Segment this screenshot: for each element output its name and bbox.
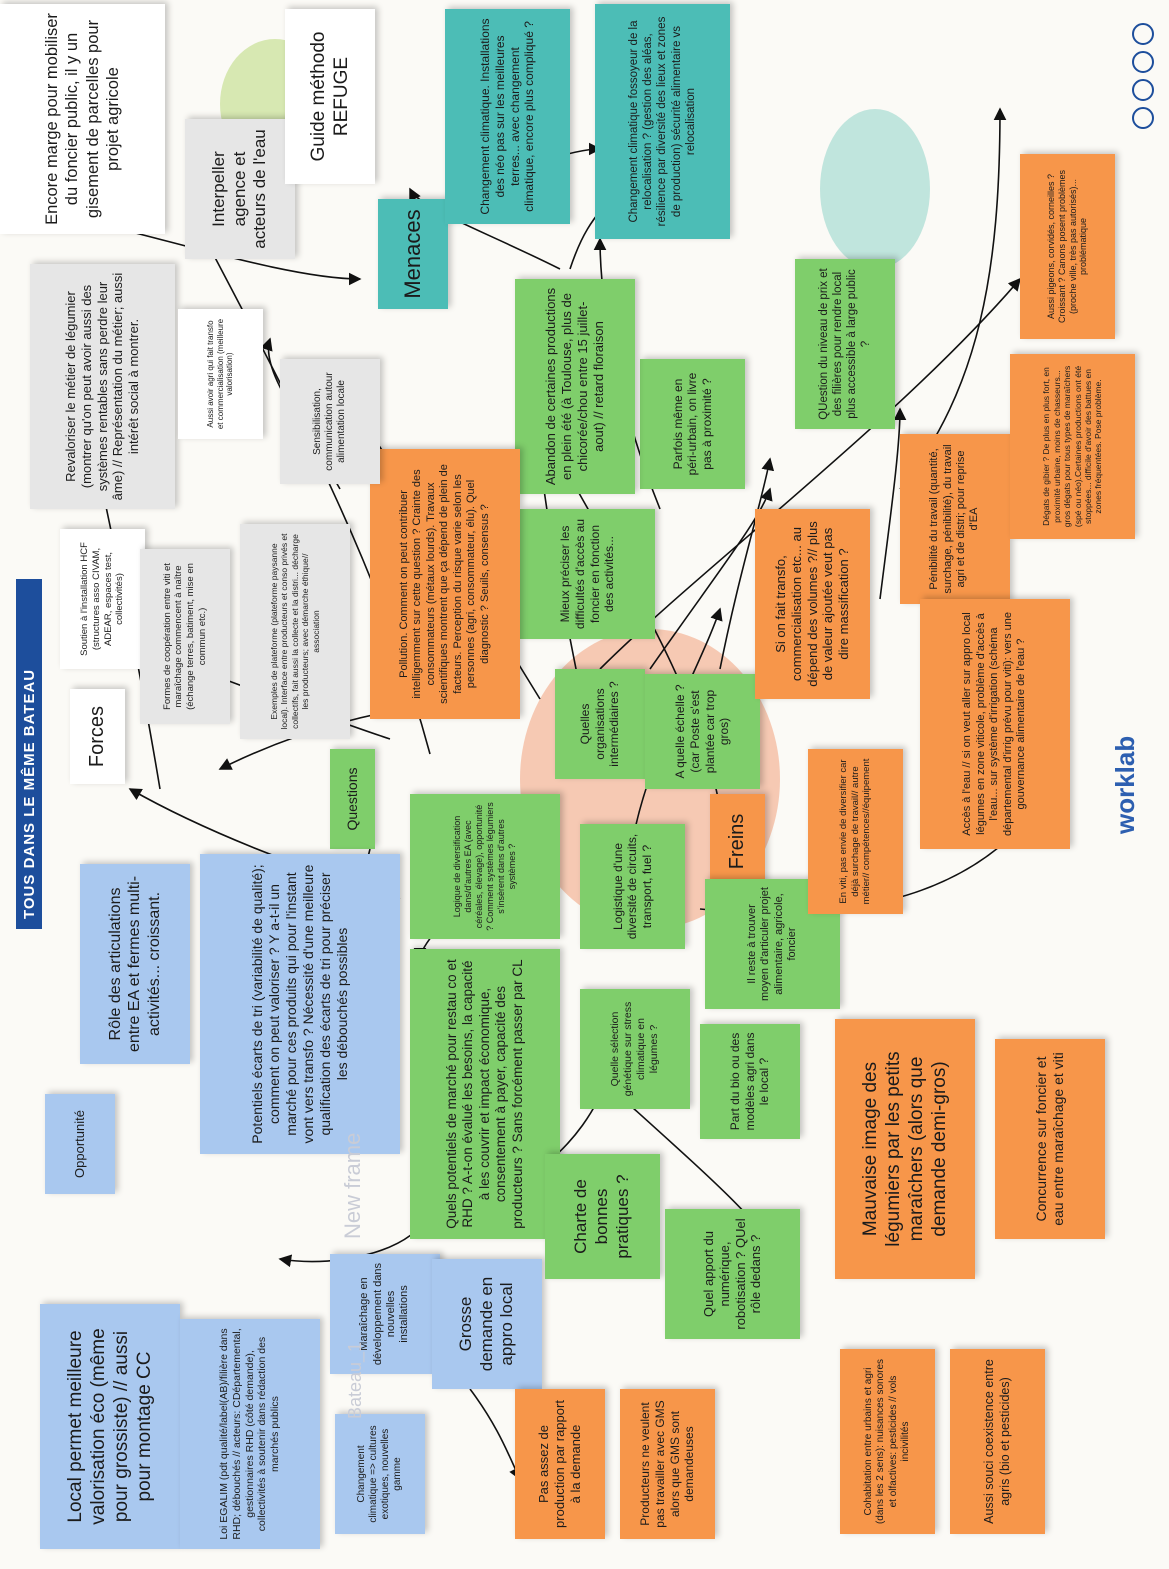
partner-logo-1 (1132, 107, 1154, 129)
sticky-foncier-public[interactable]: Encore marge pour mobiliser du foncier p… (0, 4, 165, 234)
sticky-egalim[interactable]: Loi EGALIM (pdt qualité/label(AB)/filièr… (180, 1319, 320, 1549)
sticky-pas-assez-production[interactable]: Pas assez de production par rapport à la… (515, 1389, 605, 1539)
arrow (469, 1388, 521, 1481)
sticky-pigeons[interactable]: Aussi pigeons, corvidés, corneilles ? Cr… (1020, 154, 1115, 339)
sticky-interpeller[interactable]: Interpeller agence et acteurs de l'eau (185, 119, 295, 259)
sticky-cc-neo[interactable]: Changement climatique. Installations des… (445, 9, 570, 224)
sticky-potentiels-marche[interactable]: Quels potentiels de marché pour restau c… (410, 949, 560, 1239)
sticky-coexistence[interactable]: Aussi souci coexistence entre agris (bio… (950, 1349, 1045, 1534)
sticky-niveau-prix[interactable]: QUestion du niveau de prix et des filièr… (795, 259, 895, 429)
sticky-soutien-installation[interactable]: Soutien à l'installation HCF (structures… (60, 529, 145, 669)
sticky-penibilite[interactable]: Pénibilité du travail (quantité, surchag… (900, 434, 1010, 604)
sticky-aussi-avoir-agri[interactable]: Aussi avoir agri qui fait transfo et com… (178, 309, 263, 439)
header-menaces[interactable]: Menaces (378, 199, 448, 309)
sticky-ecarts-tri[interactable]: Potentiels écarts de tri (variabilité de… (200, 854, 400, 1154)
sticky-role-articulations[interactable]: Rôle des articulations entre EA et ferme… (80, 864, 190, 1064)
banner-title: TOUS DANS LE MÊME BATEAU (16, 579, 42, 929)
sticky-cc-fossoyeur[interactable]: Changement climatique fossoyeur de la re… (595, 4, 730, 239)
header-freins[interactable]: Freins (710, 794, 765, 889)
sticky-logistique[interactable]: Logistique d'une diversité de circuits, … (580, 824, 685, 949)
sticky-viti-diversifier[interactable]: En viti, pas envie de diversifier car dé… (808, 749, 903, 914)
sticky-revaloriser[interactable]: Revaloriser le métier de légumier (montr… (30, 264, 175, 509)
worklab-logo: worklab (1110, 735, 1140, 834)
sticky-pollution[interactable]: Pollution. Comment on peut contribuer in… (370, 449, 520, 719)
partner-logo-4 (1132, 23, 1154, 45)
sticky-logique-diversification[interactable]: Logique de diversification dans/d'autres… (410, 794, 560, 939)
sticky-periurbain[interactable]: Parfois même en péri-urbain, on livre pa… (640, 359, 745, 489)
sticky-degats-gibier[interactable]: Dégats de gibier ? De plus en plus fort,… (1010, 354, 1135, 539)
header-opportunite[interactable]: Opportunité (45, 1094, 115, 1194)
sticky-quelle-echelle[interactable]: A quelle échelle ? (car Poste s'est plan… (645, 674, 760, 789)
sticky-acces-eau[interactable]: Accès à l'eau // si on veut aller sur ap… (920, 599, 1070, 849)
sticky-plateforme[interactable]: Exemples de plateforme (plateforme paysa… (240, 524, 350, 739)
sticky-cohabitation[interactable]: Cohabitation entre urbains et agri (dans… (840, 1349, 935, 1534)
sticky-numerique[interactable]: Quel apport du numérique, robotisation ?… (665, 1209, 800, 1339)
sticky-local-valorisation[interactable]: Local permet meilleure valorisation éco … (40, 1304, 180, 1549)
sticky-transfo-volumes[interactable]: Si on fait transfo, commercialisation et… (755, 509, 870, 699)
sticky-cooperation[interactable]: Formes de coopération entre viti et mara… (140, 549, 230, 724)
sticky-quelles-orga[interactable]: Quelles organisations intermédiaires ? (555, 669, 645, 779)
sticky-abandon-productions[interactable]: Abandon de certaines productions en plei… (515, 279, 635, 494)
sticky-sensibilisation[interactable]: Sensibilisation, communication autour al… (280, 359, 380, 484)
background-blob-teal (820, 109, 930, 269)
sticky-grosse-demande[interactable]: Grosse demande en appro local (432, 1259, 542, 1389)
arrow (879, 407, 907, 600)
sticky-producteurs-gms[interactable]: Producteurs ne veulent pas travailler av… (620, 1389, 715, 1539)
watermark-new-frame: New frame (340, 1132, 365, 1239)
sticky-mauvaise-image[interactable]: Mauvaise image des légumiers par les pet… (835, 1019, 975, 1279)
partner-logo-2 (1132, 79, 1154, 101)
watermark-bateau: Bateau_1 (345, 1341, 365, 1419)
sticky-part-bio[interactable]: Part du bio ou des modèles agri dans le … (700, 1024, 800, 1139)
header-questions[interactable]: Questions (330, 749, 375, 849)
sticky-selection-genetique[interactable]: Quelle sélection génétique sur stress cl… (580, 989, 690, 1109)
sticky-cc-cultures[interactable]: Changement climatique => cultures exotiq… (335, 1414, 425, 1534)
sticky-charte[interactable]: Charte de bonnes pratiques ? (545, 1154, 660, 1279)
partner-logo-3 (1132, 51, 1154, 73)
sticky-guide[interactable]: Guide méthodo REFUGE (285, 9, 375, 184)
sticky-concurrence-foncier[interactable]: Concurrence sur foncier et eau entre mar… (995, 1039, 1105, 1239)
sticky-difficultes-foncier[interactable]: Mieux préciser les difficultés d'accès a… (520, 509, 655, 639)
header-forces[interactable]: Forces (70, 689, 125, 784)
